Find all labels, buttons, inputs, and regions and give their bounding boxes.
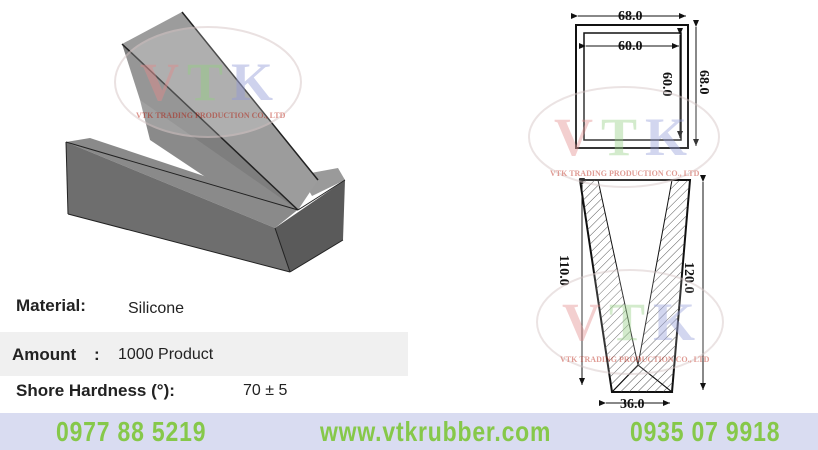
watermark-company: VTK TRADING PRODUCTION CO., LTD bbox=[136, 111, 286, 120]
v-profile-hatch-bottom bbox=[610, 364, 674, 393]
svg-text:VTK TRADING PRODUCTION CO., LT: VTK TRADING PRODUCTION CO., LTD bbox=[550, 169, 700, 178]
svg-text:VTK TRADING PRODUCTION CO., LT: VTK TRADING PRODUCTION CO., LTD bbox=[560, 355, 710, 364]
dim-outer-width: 68.0 bbox=[618, 9, 643, 24]
product-3d-render: VTK VTK TRADING PRODUCTION CO., LTD bbox=[65, 11, 346, 273]
technical-drawing: 68.0 60.0 60.0 68.0 110.0 120.0 36.0 VTK… bbox=[528, 9, 724, 412]
watermark-logo-upper: VTK VTK TRADING PRODUCTION CO., LTD bbox=[528, 86, 720, 188]
watermark-logo: VTK VTK TRADING PRODUCTION CO., LTD bbox=[114, 26, 302, 138]
website-link[interactable]: www.vtkrubber.com bbox=[320, 416, 552, 447]
svg-text:VTK: VTK bbox=[562, 292, 703, 352]
svg-text:VTK: VTK bbox=[554, 107, 695, 167]
amount-separator: : bbox=[94, 345, 100, 364]
dim-bottom-width: 36.0 bbox=[620, 397, 645, 412]
dim-outer-height: 68.0 bbox=[696, 70, 711, 95]
wedge-top-face bbox=[122, 12, 318, 210]
spec-row-amount: Amount : 1000 Product bbox=[0, 332, 408, 376]
amount-label: Amount bbox=[12, 345, 77, 364]
hardness-label: Shore Hardness (°): bbox=[16, 381, 175, 400]
dim-inner-width: 60.0 bbox=[618, 39, 643, 54]
dim-right-height: 120.0 bbox=[681, 262, 696, 294]
contact-bar bbox=[0, 413, 818, 450]
material-label: Material: bbox=[16, 296, 86, 315]
phone-number-1[interactable]: 0977 88 5219 bbox=[56, 416, 207, 447]
block-front-face bbox=[66, 142, 290, 272]
wedge-shade bbox=[140, 100, 298, 210]
material-value: Silicone bbox=[128, 300, 185, 317]
amount-value: 1000 Product bbox=[118, 346, 214, 363]
hardness-value: 70 ± 5 bbox=[243, 382, 288, 399]
spec-row-material: Material: Silicone bbox=[0, 284, 408, 330]
dim-left-height: 110.0 bbox=[556, 255, 571, 286]
outer-square bbox=[575, 24, 689, 149]
spec-row-hardness: Shore Hardness (°): 70 ± 5 bbox=[0, 377, 408, 407]
svg-text:VTK: VTK bbox=[140, 52, 281, 112]
block-top-face bbox=[66, 138, 300, 228]
watermark-logo-lower: VTK VTK TRADING PRODUCTION CO., LTD bbox=[536, 269, 724, 375]
phone-number-2[interactable]: 0935 07 9918 bbox=[630, 416, 781, 447]
